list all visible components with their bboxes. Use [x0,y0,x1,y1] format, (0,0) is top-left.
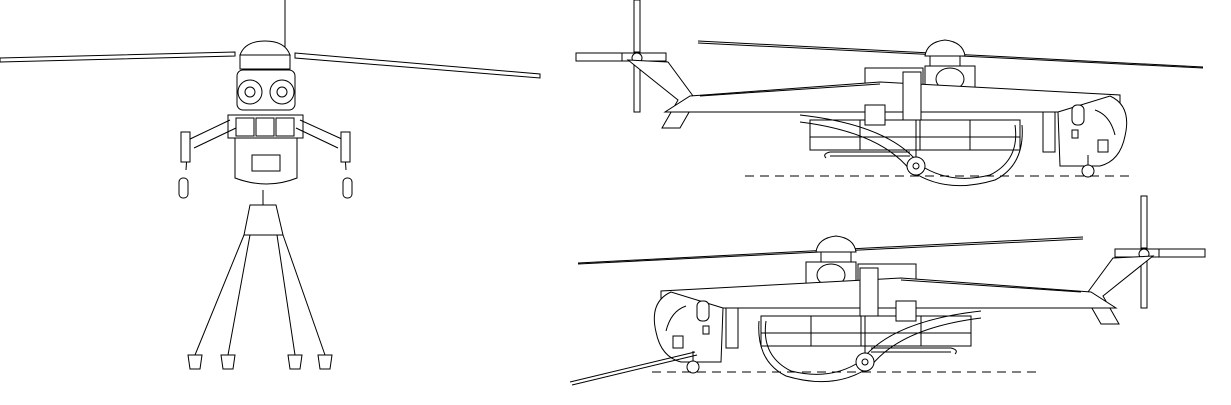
rotor-blade-right [294,52,541,79]
probe [569,351,696,383]
front-view [0,0,541,370]
side-view-left [577,195,1206,383]
rotor-blade-left [0,51,236,63]
side-view-right [575,0,1204,187]
